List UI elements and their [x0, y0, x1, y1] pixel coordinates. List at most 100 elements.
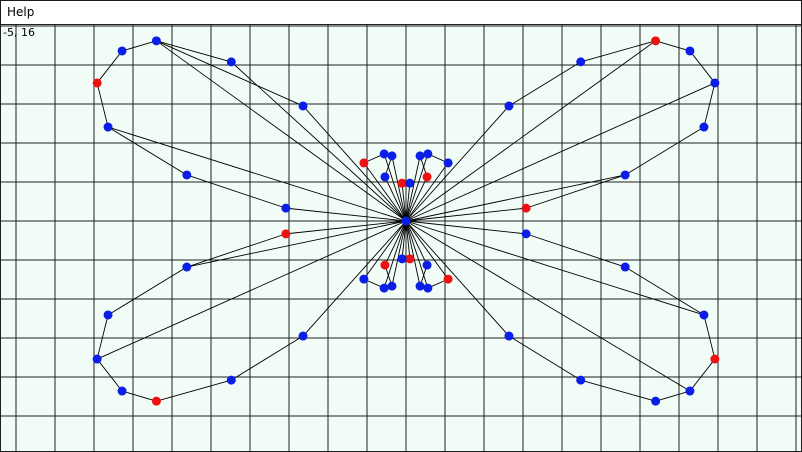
graph-edge	[156, 40, 304, 107]
graph-edge	[285, 207, 407, 222]
plot-area[interactable]: -5, 16	[0, 24, 802, 452]
blue-point[interactable]	[117, 386, 127, 396]
red-point[interactable]	[405, 254, 415, 264]
graph-edge	[302, 105, 407, 222]
graph-edge	[363, 162, 407, 222]
blue-point[interactable]	[576, 375, 586, 385]
blue-point[interactable]	[710, 78, 720, 88]
graph-edge	[121, 390, 157, 402]
blue-point[interactable]	[379, 149, 389, 159]
blue-point[interactable]	[226, 375, 236, 385]
blue-point[interactable]	[521, 229, 531, 239]
graph-edge	[508, 335, 581, 381]
graph-edge	[121, 40, 157, 52]
red-point[interactable]	[521, 203, 531, 213]
blue-point[interactable]	[651, 396, 661, 406]
blue-point[interactable]	[182, 170, 192, 180]
blue-point[interactable]	[387, 151, 397, 161]
red-point[interactable]	[380, 260, 390, 270]
blue-point[interactable]	[397, 254, 407, 264]
graph-edge	[655, 40, 691, 52]
menu-bar: Help	[0, 0, 802, 25]
graph-edge	[405, 176, 428, 222]
blue-point[interactable]	[103, 310, 113, 320]
graph-canvas[interactable]: -5, 16	[0, 24, 802, 452]
blue-point[interactable]	[182, 262, 192, 272]
graph-edge	[405, 220, 429, 289]
graph-edge	[186, 220, 407, 268]
blue-point[interactable]	[685, 46, 695, 56]
red-point[interactable]	[359, 158, 369, 168]
blue-point[interactable]	[298, 101, 308, 111]
graph-edge	[383, 153, 407, 222]
graph-edge	[391, 220, 407, 287]
graph-edge	[156, 40, 232, 63]
graph-edge	[96, 220, 407, 360]
graph-edge	[384, 176, 407, 222]
graph-edge	[405, 220, 411, 259]
graph-edge	[405, 207, 527, 222]
red-point[interactable]	[443, 274, 453, 284]
blue-point[interactable]	[423, 149, 433, 159]
graph-edge	[107, 266, 188, 316]
blue-point[interactable]	[443, 158, 453, 168]
blue-point[interactable]	[298, 331, 308, 341]
red-point[interactable]	[422, 172, 432, 182]
graph-edge	[405, 155, 421, 222]
blue-point[interactable]	[117, 46, 127, 56]
blue-point[interactable]	[379, 283, 389, 293]
graph-edge	[186, 174, 287, 209]
blue-point[interactable]	[699, 310, 709, 320]
blue-point[interactable]	[415, 281, 425, 291]
red-point[interactable]	[151, 396, 161, 406]
graph-edge	[230, 61, 407, 222]
graph-edge	[405, 183, 411, 222]
blue-point[interactable]	[504, 101, 514, 111]
graph-edges	[96, 40, 716, 402]
blue-point[interactable]	[226, 57, 236, 67]
blue-point[interactable]	[103, 122, 113, 132]
menu-help[interactable]: Help	[7, 5, 35, 19]
blue-point[interactable]	[620, 170, 630, 180]
blue-point[interactable]	[151, 36, 161, 46]
graph-edge	[401, 220, 407, 259]
graph-edge	[525, 174, 626, 209]
graph-edge	[156, 379, 232, 402]
blue-point[interactable]	[401, 216, 411, 226]
blue-point[interactable]	[685, 386, 695, 396]
graph-edge	[405, 162, 449, 222]
blue-point[interactable]	[699, 122, 709, 132]
red-point[interactable]	[281, 229, 291, 239]
graph-edge	[703, 314, 716, 360]
red-point[interactable]	[92, 78, 102, 88]
graph-edge	[405, 153, 429, 222]
blue-point[interactable]	[620, 262, 630, 272]
graph-edge	[405, 174, 626, 222]
graph-points[interactable]	[92, 36, 720, 406]
graph-edge	[405, 220, 449, 280]
blue-point[interactable]	[576, 57, 586, 67]
red-point[interactable]	[710, 354, 720, 364]
blue-point[interactable]	[387, 281, 397, 291]
blue-point[interactable]	[415, 151, 425, 161]
graph-edge	[107, 126, 188, 176]
graph-edge	[624, 266, 705, 316]
graph-edge	[156, 40, 407, 222]
blue-point[interactable]	[92, 354, 102, 364]
graph-edge	[401, 183, 407, 222]
graph-edge	[580, 379, 656, 402]
blue-point[interactable]	[422, 260, 432, 270]
blue-point[interactable]	[359, 274, 369, 284]
blue-point[interactable]	[423, 283, 433, 293]
graph-edge	[231, 335, 304, 381]
canvas-background	[0, 24, 802, 452]
blue-point[interactable]	[281, 203, 291, 213]
red-point[interactable]	[651, 36, 661, 46]
graph-edge	[107, 126, 407, 222]
graph-edge	[655, 390, 691, 402]
graph-edge	[384, 220, 407, 266]
blue-point[interactable]	[504, 331, 514, 341]
blue-point[interactable]	[405, 178, 415, 188]
red-point[interactable]	[397, 178, 407, 188]
blue-point[interactable]	[380, 172, 390, 182]
